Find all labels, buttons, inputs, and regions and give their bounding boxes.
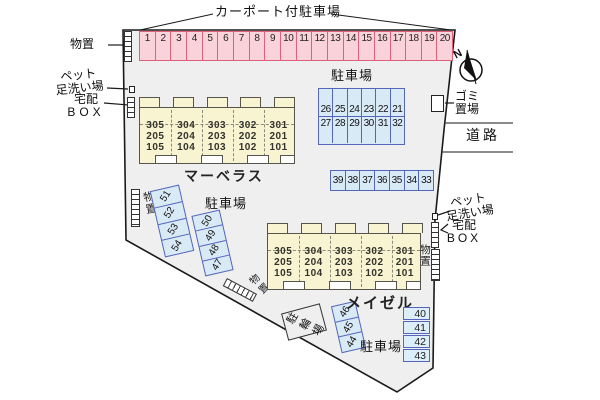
storage-shed-icon-left-mid <box>131 189 140 227</box>
parking-space-cell: 32 <box>392 118 403 129</box>
carport-space-cell: 14 <box>344 32 360 60</box>
parking-space-cell: 30 <box>362 117 377 143</box>
parking-space-cell: 35 <box>390 171 405 190</box>
carport-parking-label: カーポート付駐車場 <box>215 4 342 19</box>
carport-space-cell: 13 <box>328 32 344 60</box>
carport-space-cell: 18 <box>406 32 422 60</box>
carport-space-cell: 20 <box>439 33 451 44</box>
parking-space-cell: 38 <box>346 171 361 190</box>
parking-space-cell: 33 <box>421 175 432 186</box>
carport-space-cell: 16 <box>375 32 391 60</box>
compass-icon: N <box>452 47 483 85</box>
building-roof-bumps <box>139 97 295 107</box>
parking-space-cell: 25 <box>333 89 348 117</box>
carport-space-cell: 3 <box>171 32 187 60</box>
parking-space-cell: 22 <box>376 89 391 117</box>
left-parking-label: 駐車場 <box>205 196 248 211</box>
parking-space-cell: 28 <box>333 117 348 143</box>
parking-space-cell: 26 <box>319 89 334 117</box>
parking-space-cell: 34 <box>405 171 420 190</box>
parking-space-cell: 39 <box>331 171 346 190</box>
carport-space-cell: 6 <box>218 32 234 60</box>
carport-space-cell: 2 <box>156 32 172 60</box>
parking-space-cell: 40 <box>403 307 430 320</box>
parking-space-cell: 37 <box>360 171 376 190</box>
delivery-box-icon-right <box>431 222 439 248</box>
storage-label-right: 物置 <box>419 244 431 267</box>
parking-space-cell: 31 <box>376 117 391 143</box>
delivery-box-label-right: 宅配 BOX <box>446 218 482 245</box>
building-meisel-name: メイゼル <box>346 295 415 312</box>
carport-space-cell: 4 <box>187 32 203 60</box>
road-label: 道路 <box>466 127 500 143</box>
carport-space-cell: 19 <box>422 32 438 60</box>
carport-space-cell: 1 <box>140 32 156 60</box>
carport-space-cell: 5 <box>203 32 219 60</box>
mid-parking-label: 駐車場 <box>331 68 374 83</box>
parking-space-cell: 36 <box>375 171 390 190</box>
parking-space-cell: 43 <box>403 349 430 362</box>
bicycle-parking-box: 駐 輪 場 <box>281 303 327 341</box>
parking-space-cell: 24 <box>347 89 362 117</box>
trash-area-icon <box>431 95 444 112</box>
carport-space-cell: 12 <box>312 32 328 60</box>
parking-space-cell: 29 <box>348 117 362 143</box>
parking-space-cell: 27 <box>319 117 334 143</box>
delivery-box-label-left: 宅配 BOX <box>67 92 105 119</box>
parking-space-cell: 42 <box>403 335 430 348</box>
building-roof-bumps <box>267 223 423 233</box>
balcony-dashed-line <box>140 124 294 125</box>
carport-space-cell: 8 <box>250 32 266 60</box>
pet-wash-icon-right <box>432 213 438 220</box>
trash-area-label: ゴミ 置場 <box>454 89 479 116</box>
compass-n-label: N <box>452 47 465 61</box>
parking-space-cell: 21 <box>390 89 404 117</box>
carport-space-cell: 9 <box>265 32 281 60</box>
right-parking-label: 駐車場 <box>360 339 403 354</box>
delivery-box-icon-left <box>127 97 135 118</box>
carport-space-cell: 10 <box>281 32 297 60</box>
parking-space-cell: 41 <box>403 321 430 334</box>
carport-space-cell: 15 <box>359 32 375 60</box>
parking-space-cell: 23 <box>361 89 377 117</box>
carport-space-cell: 7 <box>234 32 250 60</box>
building-marvelous-name: マーベラス <box>184 168 264 184</box>
balcony-dashed-line <box>268 250 420 251</box>
carport-space-cell: 17 <box>391 32 407 60</box>
pet-wash-icon-left <box>129 86 135 93</box>
carport-space-cell: 11 <box>297 32 313 60</box>
storage-shed-icon-top-left <box>124 31 132 62</box>
storage-label-left: 物置 <box>70 37 95 51</box>
storage-shed-icon-right <box>431 249 440 281</box>
